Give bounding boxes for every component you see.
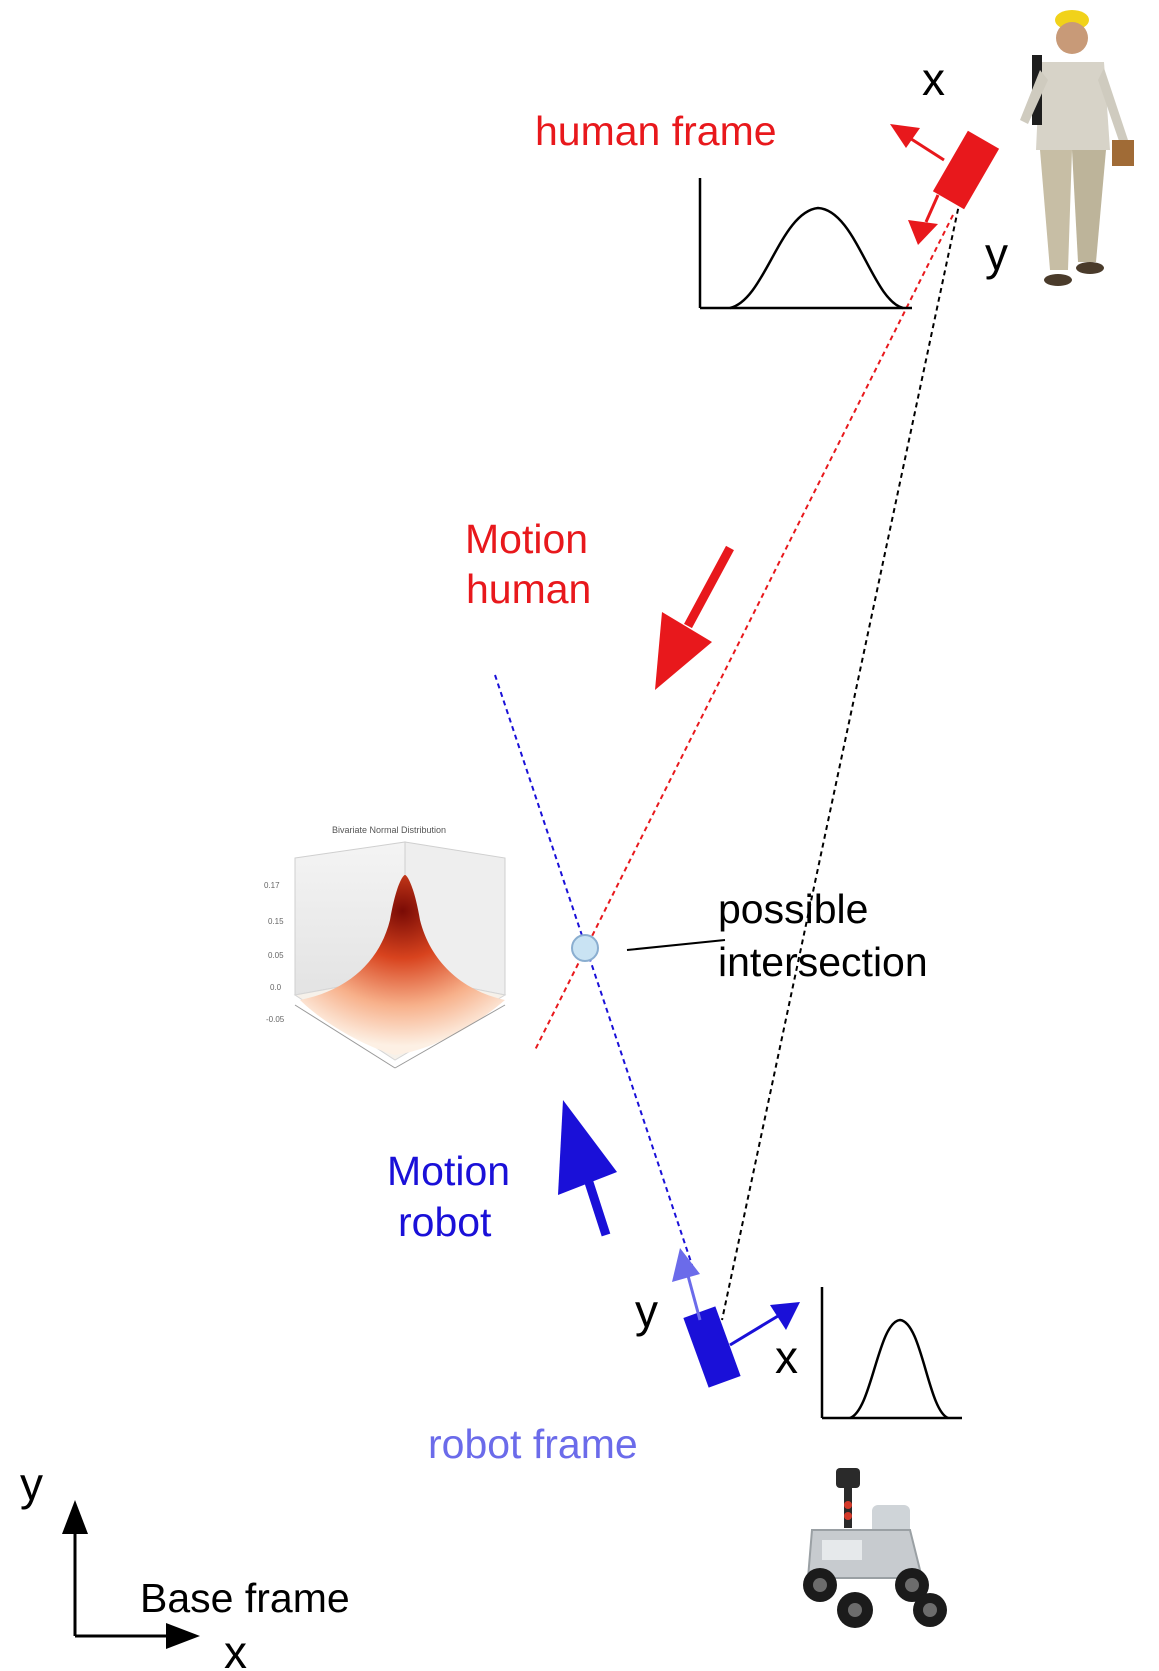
human-frame-label: human frame (535, 108, 777, 154)
human-frame-marker (890, 124, 1000, 245)
possible-intersection-label-line2: intersection (718, 939, 928, 985)
gaussian-surface-plot: Bivariate Normal Distribution 0.17 0.15 … (264, 825, 507, 1069)
robot-vehicle-icon (803, 1468, 947, 1628)
svg-text:Bivariate Normal Distribution: Bivariate Normal Distribution (332, 825, 446, 835)
robot-x-axis-label: x (775, 1331, 798, 1383)
intersection-marker (571, 934, 599, 962)
motion-robot-label-line1: Motion (387, 1148, 510, 1194)
human-trajectory-line (534, 214, 954, 1051)
svg-text:0.0: 0.0 (270, 983, 282, 992)
svg-text:0.17: 0.17 (264, 881, 280, 890)
human-figure-icon (1020, 10, 1134, 286)
robot-frame-label: robot frame (428, 1421, 638, 1467)
base-frame-label: Base frame (140, 1575, 350, 1621)
human-x-axis-label: x (922, 53, 945, 105)
svg-text:-0.05: -0.05 (266, 1015, 285, 1024)
human-robot-link-line (721, 199, 961, 1321)
base-y-axis-label: y (20, 1458, 43, 1510)
motion-human-label-line1: Motion (465, 516, 588, 562)
motion-robot-arrow (558, 1100, 617, 1237)
human-y-axis-label: y (985, 228, 1008, 280)
possible-intersection-label-line1: possible (718, 886, 868, 932)
robot-distribution-plot (820, 1287, 962, 1420)
motion-human-label-line2: human (466, 566, 591, 612)
svg-text:0.15: 0.15 (268, 917, 284, 926)
svg-text:0.05: 0.05 (268, 951, 284, 960)
base-frame-axes (62, 1500, 200, 1649)
human-distribution-plot (698, 178, 912, 310)
motion-human-arrow (655, 545, 734, 690)
base-x-axis-label: x (224, 1626, 247, 1671)
intersection-pointer-line (626, 939, 726, 951)
robot-y-axis-label: y (635, 1285, 658, 1337)
robot-frame-marker (672, 1248, 800, 1388)
robot-trajectory-line (494, 674, 693, 1266)
motion-robot-label-line2: robot (398, 1199, 492, 1245)
